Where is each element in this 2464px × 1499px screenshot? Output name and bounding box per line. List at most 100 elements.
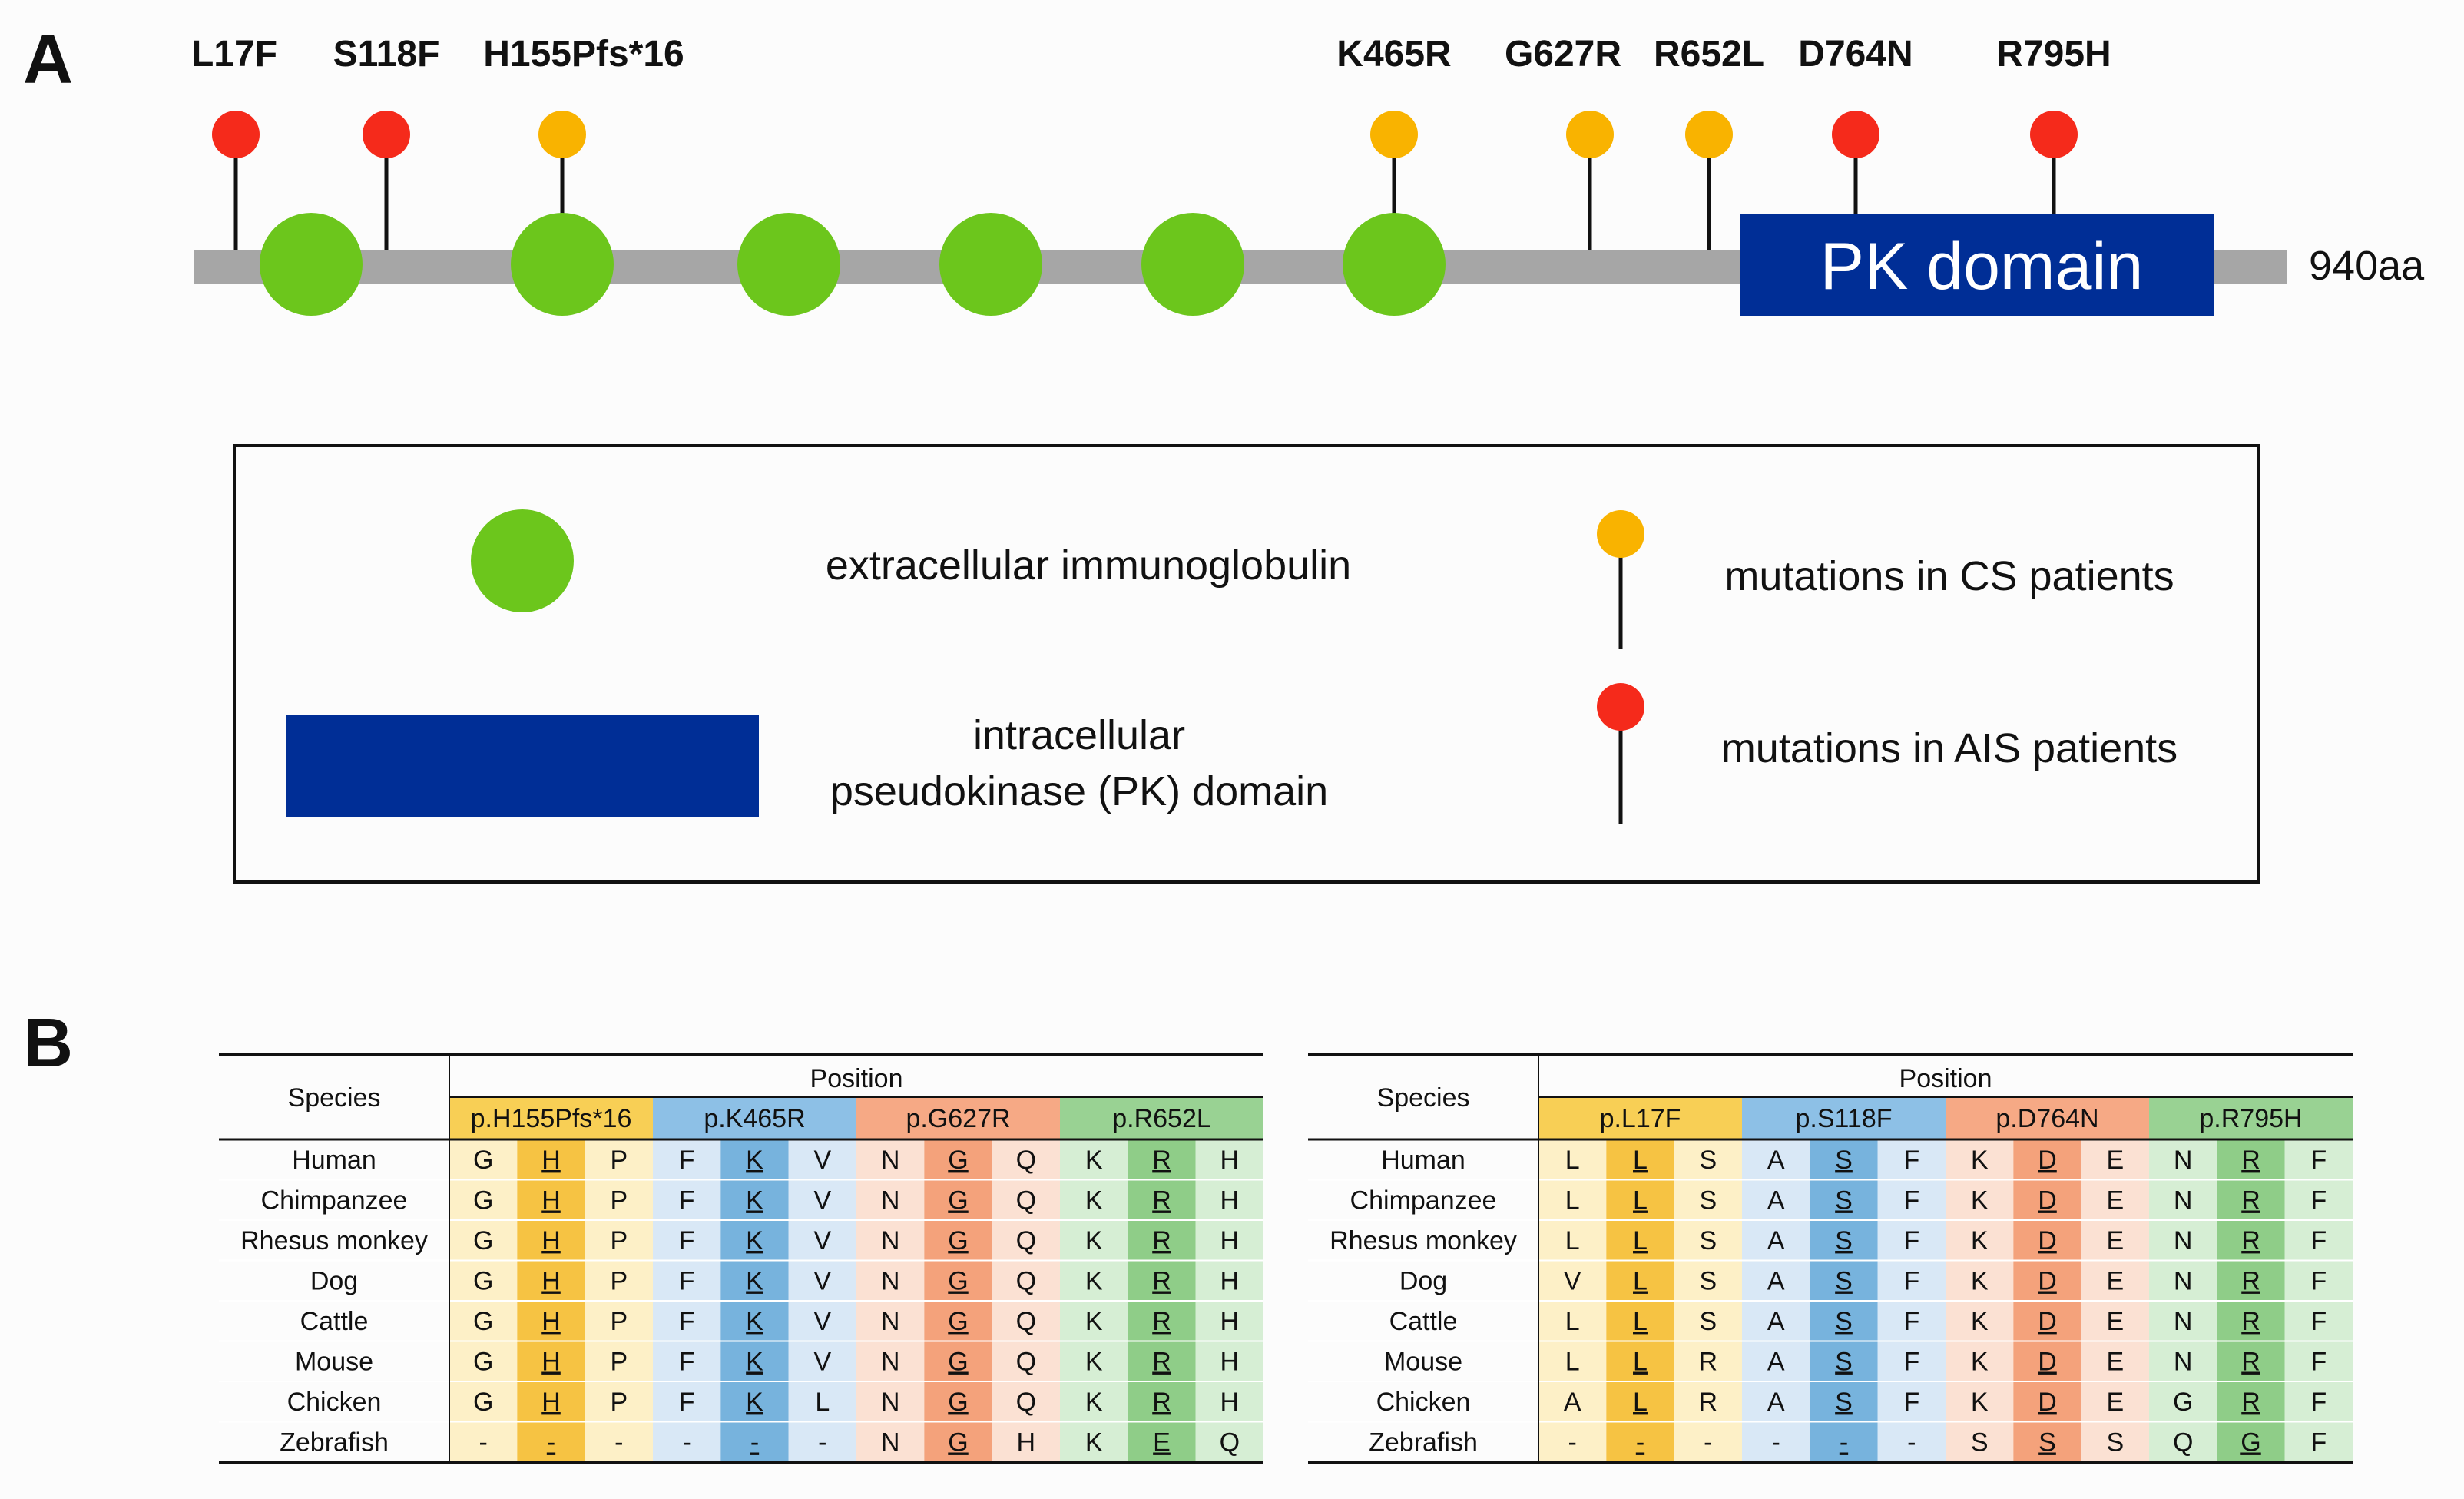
residue-cell: D <box>2038 1186 2057 1215</box>
residue-cell: K <box>746 1388 763 1417</box>
mutation-group-label: p.R652L <box>1112 1104 1211 1133</box>
residue-cell: D <box>2038 1146 2057 1175</box>
residue-cell: R <box>1152 1226 1171 1255</box>
residue-cell: N <box>881 1388 900 1417</box>
residue-cell: Q <box>1016 1307 1036 1336</box>
residue-cell: F <box>1903 1267 1919 1296</box>
residue-cell: L <box>1633 1146 1648 1175</box>
residue-cell: R <box>1152 1267 1171 1296</box>
residue-cell: V <box>1564 1267 1581 1296</box>
legend-ais-head <box>1597 683 1644 731</box>
residue-cell: A <box>1767 1348 1785 1377</box>
residue-cell: L <box>1633 1186 1648 1215</box>
residue-cell: N <box>881 1307 900 1336</box>
residue-cell: E <box>2106 1146 2124 1175</box>
residue-cell: S <box>1699 1186 1717 1215</box>
legend: extracellular immunoglobulin intracellul… <box>233 444 2260 884</box>
mutation-label: S118F <box>333 34 440 75</box>
residue-cell: V <box>813 1307 831 1336</box>
residue-cell: D <box>2038 1226 2057 1255</box>
residue-cell: - <box>614 1428 623 1458</box>
species-name: Dog <box>310 1267 358 1296</box>
residue-cell: G <box>948 1186 968 1215</box>
mutation-head <box>1566 111 1614 158</box>
residue-cell: H <box>541 1146 561 1175</box>
residue-cell: F <box>679 1226 695 1255</box>
residue-cell: A <box>1767 1388 1785 1417</box>
mutation-group-label: p.H155Pfs*16 <box>471 1104 632 1133</box>
residue-cell: V <box>813 1226 831 1255</box>
residue-cell: E <box>2106 1348 2124 1377</box>
residue-cell: P <box>610 1146 628 1175</box>
residue-cell: K <box>1971 1226 1989 1255</box>
residue-cell: F <box>2310 1348 2327 1377</box>
residue-cell: D <box>2038 1267 2057 1296</box>
residue-cell: D <box>2038 1307 2057 1336</box>
residue-cell: G <box>948 1428 968 1458</box>
residue-cell: R <box>2241 1307 2260 1336</box>
mutation-head <box>1685 111 1733 158</box>
panel-b-letter: B <box>23 1005 73 1082</box>
residue-cell: S <box>2106 1428 2124 1458</box>
residue-cell: F <box>1903 1186 1919 1215</box>
mutation-head <box>538 111 586 158</box>
residue-cell: E <box>2106 1307 2124 1336</box>
position-header: Position <box>1899 1064 1992 1093</box>
residue-cell: P <box>610 1267 628 1296</box>
mutation-head <box>2030 111 2078 158</box>
residue-cell: L <box>1565 1307 1580 1336</box>
residue-cell: R <box>2241 1267 2260 1296</box>
residue-cell: R <box>1699 1348 1718 1377</box>
mutation-group-label: p.S118F <box>1795 1104 1892 1133</box>
residue-cell: H <box>541 1307 561 1336</box>
residue-cell: H <box>1220 1388 1240 1417</box>
mutation-group-label: p.D764N <box>1995 1104 2098 1133</box>
mutation-head <box>363 111 410 158</box>
residue-cell: Q <box>1016 1226 1036 1255</box>
mutation-group-label: p.K465R <box>704 1104 805 1133</box>
residue-cell: L <box>1633 1226 1648 1255</box>
residue-cell: S <box>1971 1428 1989 1458</box>
legend-pk-box <box>286 715 759 817</box>
residue-cell: R <box>1699 1388 1718 1417</box>
species-name: Dog <box>1399 1267 1447 1296</box>
mutation-head <box>1370 111 1418 158</box>
residue-cell: Q <box>1016 1146 1036 1175</box>
residue-cell: P <box>610 1388 628 1417</box>
residue-cell: R <box>1152 1186 1171 1215</box>
mutation-group-header <box>1060 1097 1263 1139</box>
residue-cell: - <box>1704 1428 1712 1458</box>
residue-cell: S <box>1699 1267 1717 1296</box>
residue-cell: V <box>813 1146 831 1175</box>
species-name: Zebrafish <box>1369 1428 1478 1458</box>
residue-cell: S <box>1699 1146 1717 1175</box>
residue-cell: K <box>1971 1186 1989 1215</box>
residue-cell: K <box>1971 1146 1989 1175</box>
mutation-group-label: p.L17F <box>1600 1104 1681 1133</box>
residue-cell: F <box>2310 1146 2327 1175</box>
species-name: Zebrafish <box>280 1428 389 1458</box>
residue-cell: G <box>948 1226 968 1255</box>
residue-cell: S <box>1835 1348 1853 1377</box>
residue-cell: E <box>2106 1267 2124 1296</box>
position-header: Position <box>810 1064 903 1093</box>
mutation-group-header <box>653 1097 856 1139</box>
residue-cell: G <box>948 1307 968 1336</box>
species-name: Chimpanzee <box>1350 1186 1497 1215</box>
residue-cell: S <box>2038 1428 2056 1458</box>
residue-cell: S <box>1835 1307 1853 1336</box>
residue-cell: L <box>1565 1146 1580 1175</box>
residue-cell: N <box>2174 1226 2193 1255</box>
residue-cell: S <box>1835 1146 1853 1175</box>
residue-cell: F <box>679 1348 695 1377</box>
ig-domain <box>939 213 1042 316</box>
residue-cell: H <box>1017 1428 1036 1458</box>
ig-domains <box>260 213 1446 316</box>
residue-cell: H <box>541 1388 561 1417</box>
residue-cell: R <box>2241 1388 2260 1417</box>
legend-cs-head <box>1597 510 1644 558</box>
mutation-group-header <box>1742 1097 1946 1139</box>
residue-cell: H <box>1220 1226 1240 1255</box>
residue-cell: Q <box>1220 1428 1240 1458</box>
